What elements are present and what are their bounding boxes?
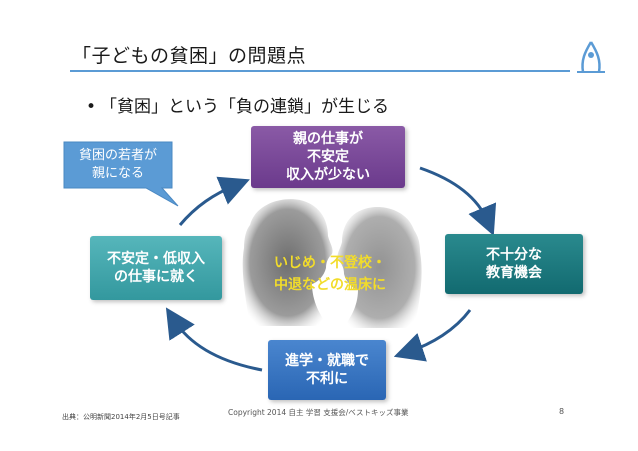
title-underline xyxy=(70,70,570,72)
box-line: 収入が少ない xyxy=(286,167,370,183)
box-line: 不利に xyxy=(306,371,348,387)
callout-text: 貧困の若者が 親になる xyxy=(64,142,172,188)
head-silhouette-right xyxy=(337,206,422,328)
box-line: 進学・就職で xyxy=(285,353,369,369)
center-line: いじめ・不登校・ xyxy=(274,255,386,271)
box-line: 不十分な xyxy=(486,247,542,263)
cycle-box-education: 不十分な 教育機会 xyxy=(445,234,583,294)
box-line: 教育機会 xyxy=(486,265,542,281)
cycle-arrow xyxy=(393,309,472,362)
logo-icon xyxy=(577,41,605,73)
footer-source: 出典：公明新聞2014年2月5日号記事 xyxy=(62,413,180,421)
box-line: の仕事に就く xyxy=(114,269,198,285)
cycle-box-parent-job: 親の仕事が 不安定 収入が少ない xyxy=(251,126,405,188)
box-line: 不安定 xyxy=(307,149,349,165)
cycle-arrow xyxy=(178,176,250,226)
box-line: 不安定・低収入 xyxy=(107,251,205,267)
box-line: 親の仕事が xyxy=(293,131,363,147)
bullet-symbol: • xyxy=(86,97,97,117)
cycle-box-low-income-job: 不安定・低収入 の仕事に就く xyxy=(90,236,222,300)
footer-copyright: Copyright 2014 自主 学習 支援会/ベストキッズ事業 xyxy=(228,408,409,417)
callout-bubble xyxy=(63,141,179,207)
cycle-arrow xyxy=(165,307,263,372)
bullet-point: •「貧困」という「負の連鎖」が生じる xyxy=(86,92,389,117)
page-number: 8 xyxy=(559,407,565,416)
head-silhouette-left xyxy=(242,199,333,326)
center-message: いじめ・不登校・ 中退などの温床に xyxy=(256,252,404,296)
page-title: 「子どもの貧困」の問題点 xyxy=(72,45,307,67)
cycle-box-disadvantage: 進学・就職で 不利に xyxy=(268,340,386,400)
bullet-text: 「貧困」という「負の連鎖」が生じる xyxy=(100,97,389,117)
callout-line: 親になる xyxy=(91,166,144,181)
callout-line: 貧困の若者が xyxy=(78,148,157,163)
center-line: 中退などの温床に xyxy=(274,277,386,293)
cycle-arrow xyxy=(419,166,497,236)
